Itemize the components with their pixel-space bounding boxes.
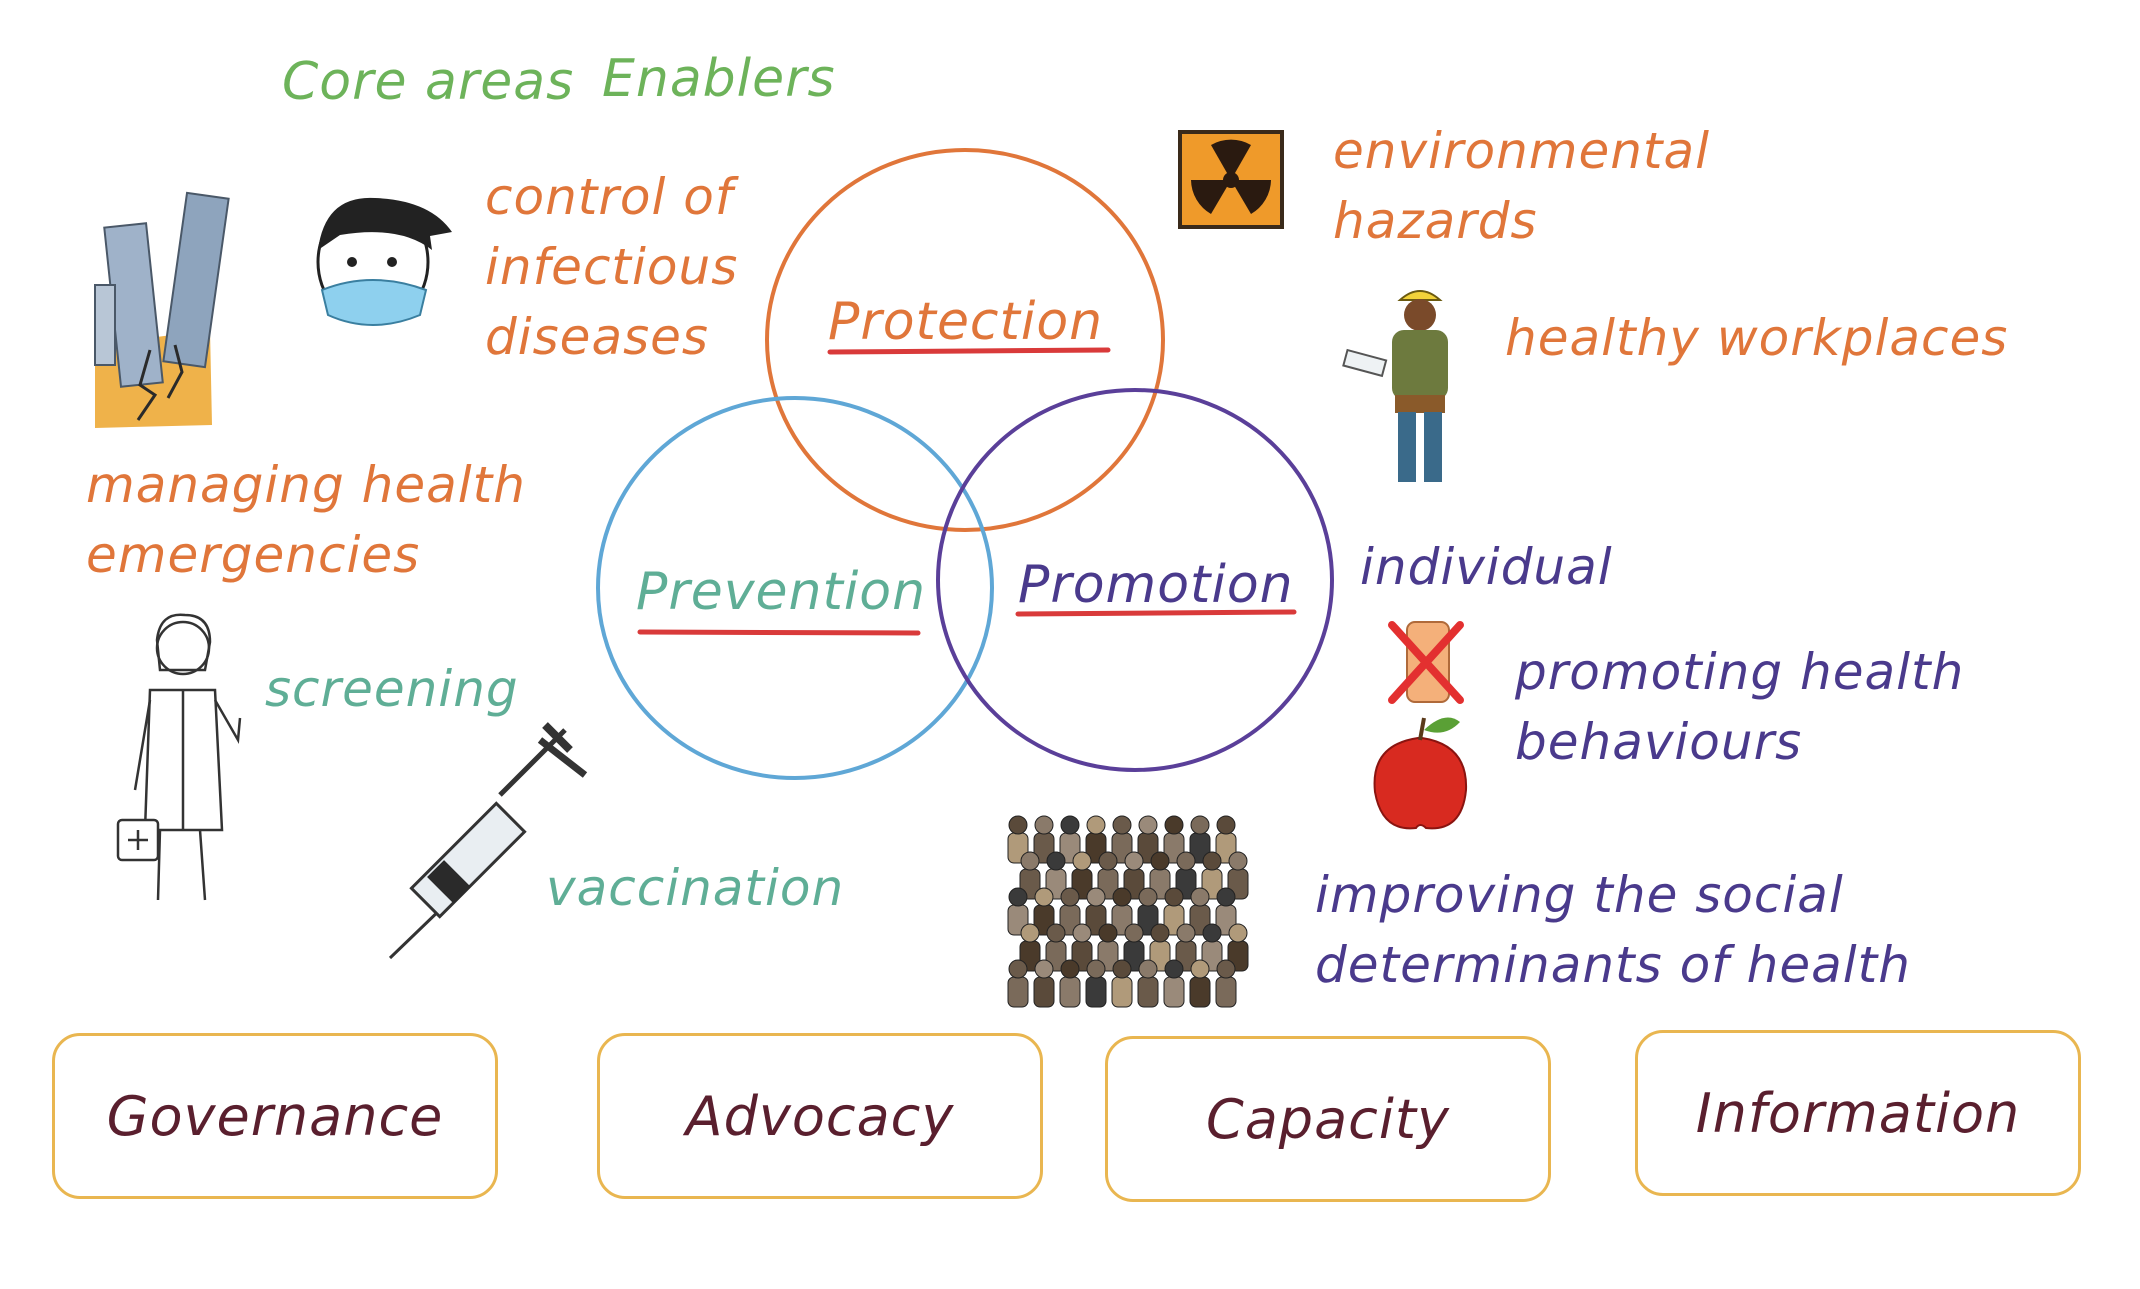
radiation-hazard-icon: [1178, 130, 1284, 229]
environmental-label-line-1: environmental: [1333, 122, 1711, 180]
promotion-title: Promotion: [1018, 555, 1294, 615]
protection-title: Protection: [828, 292, 1104, 352]
emergencies-label-line-2: emergencies: [86, 526, 421, 584]
individual-label: individual: [1360, 538, 1613, 596]
advocacy-label: Advocacy: [685, 1084, 955, 1148]
social-label-line-1: improving the social: [1315, 866, 1844, 924]
vaccination-label: vaccination: [546, 859, 845, 917]
construction-worker-icon: [1342, 290, 1448, 482]
screening-label: screening: [265, 660, 519, 718]
infectious-label-line-3: diseases: [485, 308, 709, 366]
governance-box: Governance: [52, 1033, 498, 1199]
crossed-bottle-icon: [1388, 621, 1464, 704]
apple-icon: [1373, 717, 1468, 830]
core-areas-label: Core areas: [282, 52, 575, 112]
workplaces-label: healthy workplaces: [1505, 309, 2009, 367]
syringe-icon: [388, 722, 588, 960]
infectious-label-line-1: control of: [485, 168, 734, 226]
advocacy-box: Advocacy: [597, 1033, 1043, 1199]
protection-underline: [827, 347, 1111, 355]
infectious-label-line-2: infectious: [485, 238, 739, 296]
emergencies-label-line-1: managing health: [86, 456, 526, 514]
prevention-circle: [596, 396, 994, 780]
crowd-icon: [1005, 810, 1249, 1008]
social-label-line-2: determinants of health: [1315, 936, 1911, 994]
enablers-label: Enablers: [602, 49, 836, 109]
governance-label: Governance: [106, 1084, 444, 1148]
collapsing-building-icon: [94, 191, 230, 428]
prevention-title: Prevention: [636, 562, 927, 622]
protection-circle: [765, 148, 1165, 532]
prevention-underline: [637, 629, 921, 636]
information-box: Information: [1635, 1030, 2081, 1196]
capacity-box: Capacity: [1105, 1036, 1551, 1202]
promotion-circle: [936, 388, 1334, 772]
promotion-underline: [1015, 609, 1297, 617]
doctor-icon: [116, 613, 242, 901]
behaviours-label-line-2: behaviours: [1515, 713, 1803, 771]
behaviours-label-line-1: promoting health: [1515, 643, 1965, 701]
information-label: Information: [1695, 1081, 2021, 1145]
environmental-label-line-2: hazards: [1333, 192, 1538, 250]
masked-face-icon: [316, 197, 452, 326]
capacity-label: Capacity: [1206, 1087, 1450, 1151]
